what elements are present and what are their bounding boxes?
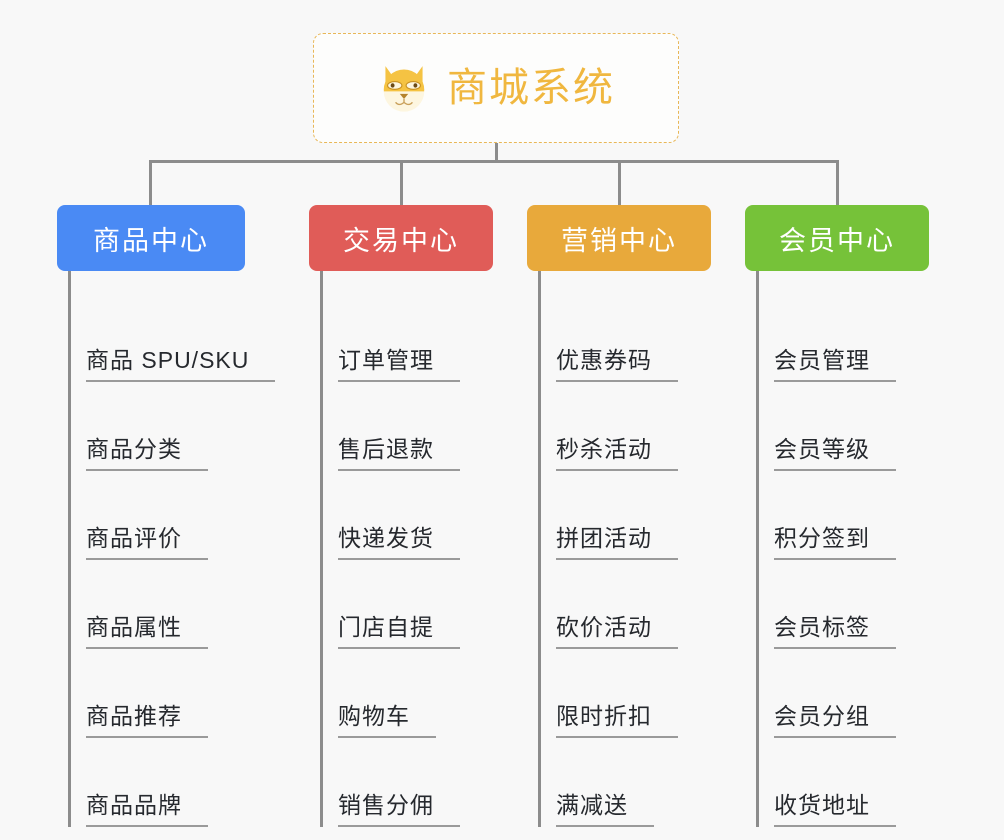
list-item-label: 快递发货 — [338, 525, 460, 560]
list-item-label: 秒杀活动 — [556, 436, 678, 471]
list-item-label: 订单管理 — [338, 347, 460, 382]
column-items-member-center: 会员管理 会员等级 积分签到 会员标签 会员分组 收货地址 — [756, 271, 929, 827]
column-header-trade-center[interactable]: 交易中心 — [309, 205, 493, 271]
list-item-label: 会员管理 — [774, 347, 896, 382]
list-item-label: 商品评价 — [86, 525, 208, 560]
list-item[interactable]: 积分签到 — [759, 471, 929, 560]
list-item[interactable]: 砍价活动 — [541, 560, 711, 649]
list-item[interactable]: 会员分组 — [759, 649, 929, 738]
list-item[interactable]: 优惠券码 — [541, 293, 711, 382]
list-item-label: 会员等级 — [774, 436, 896, 471]
column-marketing-center: 营销中心 优惠券码 秒杀活动 拼团活动 砍价活动 限时折扣 满减送 — [527, 205, 711, 827]
list-item-label: 购物车 — [338, 703, 436, 738]
connector-stem — [495, 143, 498, 162]
list-item[interactable]: 商品 SPU/SKU — [71, 293, 276, 382]
list-item[interactable]: 商品品牌 — [71, 738, 245, 827]
connector-bus — [149, 160, 839, 163]
list-item-label: 商品属性 — [86, 614, 208, 649]
list-item[interactable]: 销售分佣 — [323, 738, 493, 827]
list-item[interactable]: 商品评价 — [71, 471, 245, 560]
column-product-center: 商品中心 商品 SPU/SKU 商品分类 商品评价 商品属性 商品推荐 商品品牌 — [57, 205, 276, 827]
list-item-label: 会员标签 — [774, 614, 896, 649]
list-item-label: 会员分组 — [774, 703, 896, 738]
list-item-label: 满减送 — [556, 792, 654, 827]
list-item[interactable]: 门店自提 — [323, 560, 493, 649]
list-item[interactable]: 商品推荐 — [71, 649, 245, 738]
column-items-marketing-center: 优惠券码 秒杀活动 拼团活动 砍价活动 限时折扣 满减送 — [538, 271, 711, 827]
list-item-label: 积分签到 — [774, 525, 896, 560]
list-item[interactable]: 限时折扣 — [541, 649, 711, 738]
list-item[interactable]: 会员标签 — [759, 560, 929, 649]
column-items-trade-center: 订单管理 售后退款 快递发货 门店自提 购物车 销售分佣 — [320, 271, 493, 827]
list-item-label: 商品品牌 — [86, 792, 208, 827]
column-header-product-center[interactable]: 商品中心 — [57, 205, 245, 271]
list-item-label: 优惠券码 — [556, 347, 678, 382]
shiba-dog-face-icon — [383, 66, 425, 112]
connector-drop-4 — [836, 160, 839, 207]
list-item-label: 售后退款 — [338, 436, 460, 471]
list-item-label: 销售分佣 — [338, 792, 460, 827]
column-member-center: 会员中心 会员管理 会员等级 积分签到 会员标签 会员分组 收货地址 — [745, 205, 929, 827]
column-header-member-center[interactable]: 会员中心 — [745, 205, 929, 271]
list-item[interactable]: 满减送 — [541, 738, 711, 827]
list-item-label: 商品推荐 — [86, 703, 208, 738]
list-item-label: 商品 SPU/SKU — [86, 347, 276, 382]
list-item-label: 收货地址 — [774, 792, 896, 827]
connector-drop-3 — [618, 160, 621, 207]
connector-drop-2 — [400, 160, 403, 207]
list-item[interactable]: 会员等级 — [759, 382, 929, 471]
list-item[interactable]: 拼团活动 — [541, 471, 711, 560]
connector-drop-1 — [149, 160, 152, 207]
list-item-label: 砍价活动 — [556, 614, 678, 649]
column-items-product-center: 商品 SPU/SKU 商品分类 商品评价 商品属性 商品推荐 商品品牌 — [68, 271, 276, 827]
list-item[interactable]: 购物车 — [323, 649, 493, 738]
list-item[interactable]: 快递发货 — [323, 471, 493, 560]
list-item-label: 限时折扣 — [556, 703, 678, 738]
root-node[interactable]: 商城系统 — [313, 33, 679, 143]
column-header-marketing-center[interactable]: 营销中心 — [527, 205, 711, 271]
list-item[interactable]: 收货地址 — [759, 738, 929, 827]
list-item[interactable]: 商品分类 — [71, 382, 245, 471]
list-item[interactable]: 商品属性 — [71, 560, 245, 649]
list-item[interactable]: 售后退款 — [323, 382, 493, 471]
column-trade-center: 交易中心 订单管理 售后退款 快递发货 门店自提 购物车 销售分佣 — [309, 205, 493, 827]
list-item[interactable]: 会员管理 — [759, 293, 929, 382]
list-item-label: 商品分类 — [86, 436, 208, 471]
list-item[interactable]: 订单管理 — [323, 293, 493, 382]
list-item[interactable]: 秒杀活动 — [541, 382, 711, 471]
root-title: 商城系统 — [447, 66, 615, 110]
list-item-label: 门店自提 — [338, 614, 460, 649]
list-item-label: 拼团活动 — [556, 525, 678, 560]
